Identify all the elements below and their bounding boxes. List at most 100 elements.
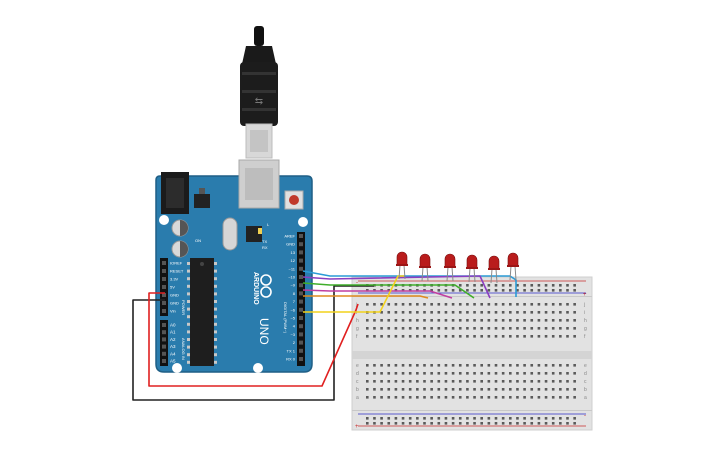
breadboard-hole[interactable]	[394, 319, 398, 322]
breadboard-hole[interactable]	[487, 417, 491, 420]
breadboard-hole[interactable]	[408, 327, 412, 330]
breadboard-hole[interactable]	[444, 372, 448, 375]
breadboard-hole[interactable]	[530, 372, 534, 375]
led[interactable]	[488, 255, 500, 284]
breadboard-hole[interactable]	[480, 417, 483, 420]
breadboard-hole[interactable]	[380, 372, 383, 375]
breadboard-hole[interactable]	[466, 380, 469, 383]
breadboard-hole[interactable]	[537, 364, 541, 367]
wire-pin-9[interactable]	[303, 295, 429, 299]
breadboard-hole[interactable]	[566, 303, 569, 306]
breadboard-hole[interactable]	[480, 289, 483, 292]
breadboard-hole[interactable]	[458, 303, 462, 306]
breadboard-hole[interactable]	[494, 380, 498, 383]
breadboard-hole[interactable]	[387, 380, 391, 383]
breadboard-hole[interactable]	[551, 335, 555, 338]
breadboard-hole[interactable]	[544, 284, 548, 287]
breadboard-hole[interactable]	[401, 372, 405, 375]
breadboard-hole[interactable]	[501, 284, 505, 287]
breadboard-hole[interactable]	[516, 364, 519, 367]
breadboard-hole[interactable]	[551, 372, 555, 375]
breadboard-hole[interactable]	[523, 327, 526, 330]
breadboard-hole[interactable]	[501, 311, 505, 314]
breadboard-hole[interactable]	[444, 289, 448, 292]
digital-pin[interactable]	[299, 340, 303, 345]
breadboard-hole[interactable]	[551, 327, 555, 330]
breadboard-hole[interactable]	[423, 396, 426, 399]
breadboard-hole[interactable]	[387, 372, 391, 375]
breadboard-hole[interactable]	[373, 327, 376, 330]
breadboard-hole[interactable]	[437, 289, 441, 292]
breadboard-hole[interactable]	[501, 396, 505, 399]
digital-pin[interactable]	[299, 357, 303, 361]
breadboard-hole[interactable]	[566, 289, 569, 292]
breadboard-hole[interactable]	[451, 289, 455, 292]
breadboard-hole[interactable]	[437, 372, 441, 375]
breadboard-hole[interactable]	[394, 364, 398, 367]
breadboard-hole[interactable]	[444, 396, 448, 399]
breadboard-hole[interactable]	[480, 335, 483, 338]
breadboard-hole[interactable]	[473, 284, 476, 287]
breadboard-hole[interactable]	[551, 380, 555, 383]
breadboard-hole[interactable]	[537, 327, 541, 330]
breadboard-hole[interactable]	[487, 289, 491, 292]
breadboard-hole[interactable]	[516, 289, 519, 292]
breadboard-hole[interactable]	[408, 319, 412, 322]
breadboard-hole[interactable]	[423, 380, 426, 383]
breadboard-hole[interactable]	[416, 327, 419, 330]
breadboard-hole[interactable]	[537, 388, 541, 391]
breadboard-hole[interactable]	[380, 396, 383, 399]
breadboard-hole[interactable]	[530, 335, 534, 338]
breadboard-hole[interactable]	[473, 388, 476, 391]
breadboard-hole[interactable]	[509, 364, 512, 367]
breadboard-hole[interactable]	[387, 335, 391, 338]
breadboard-hole[interactable]	[523, 335, 526, 338]
breadboard-hole[interactable]	[494, 417, 498, 420]
breadboard-hole[interactable]	[394, 335, 398, 338]
power-pin[interactable]	[162, 301, 166, 305]
wire-pin-8[interactable]	[303, 275, 404, 313]
breadboard-hole[interactable]	[509, 335, 512, 338]
breadboard-hole[interactable]	[566, 372, 569, 375]
breadboard-hole[interactable]	[494, 284, 498, 287]
wire-gnd[interactable]	[132, 285, 374, 401]
breadboard-hole[interactable]	[373, 380, 376, 383]
digital-pin[interactable]	[299, 291, 303, 296]
breadboard-hole[interactable]	[544, 319, 548, 322]
breadboard-hole[interactable]	[451, 327, 455, 330]
digital-pin[interactable]	[299, 283, 303, 288]
breadboard-hole[interactable]	[573, 388, 576, 391]
breadboard-hole[interactable]	[509, 327, 512, 330]
breadboard-hole[interactable]	[430, 372, 433, 375]
breadboard-hole[interactable]	[401, 422, 405, 425]
breadboard-hole[interactable]	[444, 364, 448, 367]
breadboard-hole[interactable]	[559, 364, 562, 367]
breadboard-hole[interactable]	[373, 422, 376, 425]
breadboard-hole[interactable]	[373, 303, 376, 306]
power-pin[interactable]	[162, 261, 166, 265]
breadboard-hole[interactable]	[458, 417, 462, 420]
breadboard-hole[interactable]	[380, 364, 383, 367]
led[interactable]	[466, 254, 478, 283]
breadboard-hole[interactable]	[494, 364, 498, 367]
breadboard-hole[interactable]	[494, 319, 498, 322]
breadboard-hole[interactable]	[408, 372, 412, 375]
breadboard-hole[interactable]	[523, 372, 526, 375]
breadboard-hole[interactable]	[444, 422, 448, 425]
breadboard-hole[interactable]	[416, 417, 419, 420]
breadboard-hole[interactable]	[444, 319, 448, 322]
breadboard-hole[interactable]	[416, 380, 419, 383]
breadboard-hole[interactable]	[437, 388, 441, 391]
breadboard-hole[interactable]	[501, 303, 505, 306]
breadboard-hole[interactable]	[473, 303, 476, 306]
breadboard-hole[interactable]	[394, 396, 398, 399]
breadboard-hole[interactable]	[394, 372, 398, 375]
breadboard-hole[interactable]	[408, 388, 412, 391]
breadboard-hole[interactable]	[537, 284, 541, 287]
breadboard-hole[interactable]	[458, 364, 462, 367]
breadboard-hole[interactable]	[466, 372, 469, 375]
breadboard-hole[interactable]	[516, 284, 519, 287]
breadboard-hole[interactable]	[551, 303, 555, 306]
